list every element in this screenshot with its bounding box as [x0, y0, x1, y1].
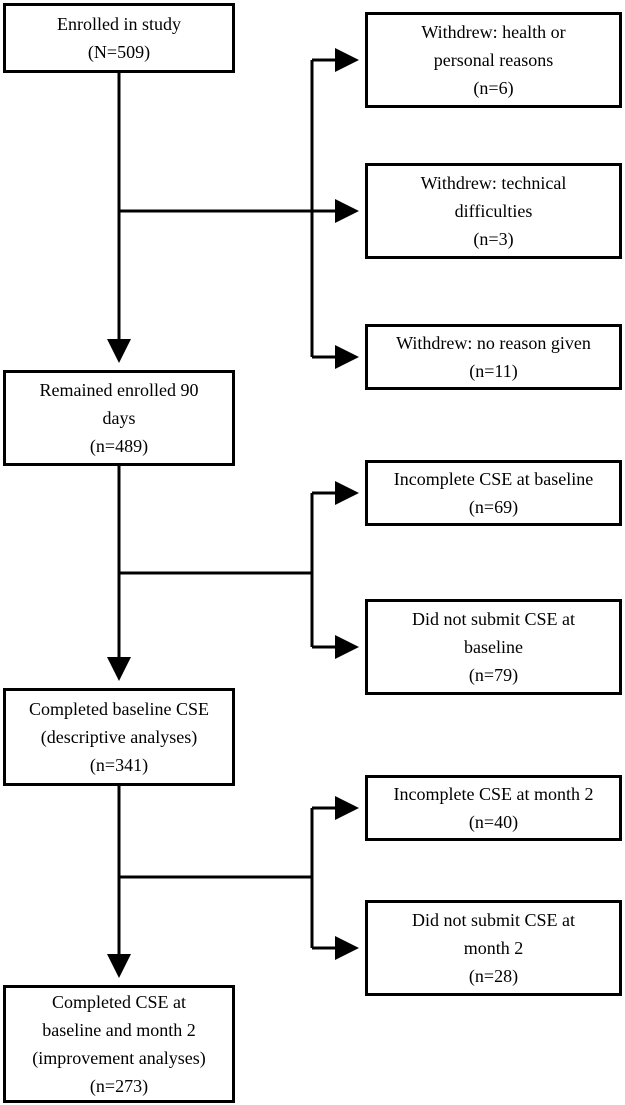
remained-count: (n=489): [89, 436, 149, 456]
baseline-label-1: Completed baseline CSE: [29, 699, 209, 719]
withdrew-no-reason-box: Withdrew: no reason given (n=11): [365, 324, 622, 390]
not-submitted-baseline-box: Did not submit CSE at baseline (n=79): [365, 599, 622, 695]
remained-label-1: Remained enrolled 90: [39, 380, 199, 400]
incomplete-baseline-count: (n=69): [468, 497, 519, 517]
withdrew-health-label-2: personal reasons: [433, 50, 554, 70]
withdrew-technical-label-2: difficulties: [454, 201, 533, 221]
baseline-label-2: (descriptive analyses): [40, 727, 198, 747]
incomplete-baseline-box: Incomplete CSE at baseline (n=69): [365, 460, 622, 526]
not-submitted-month2-box: Did not submit CSE at month 2 (n=28): [365, 900, 622, 996]
withdrew-technical-count: (n=3): [473, 229, 514, 249]
remained-label-2: days: [102, 408, 136, 428]
enrolled-count: (N=509): [87, 42, 151, 62]
final-label-1: Completed CSE at: [52, 992, 186, 1012]
enrolled-label-1: Enrolled in study: [57, 14, 181, 34]
incomplete-baseline-label-1: Incomplete CSE at baseline: [393, 469, 594, 489]
final-count: (n=273): [89, 1076, 149, 1096]
not-submitted-baseline-label-2: baseline: [464, 637, 523, 657]
not-submitted-baseline-count: (n=79): [468, 665, 519, 685]
not-submitted-baseline-label-1: Did not submit CSE at: [411, 609, 575, 629]
not-submitted-month2-count: (n=28): [468, 966, 519, 986]
withdrew-health-label-1: Withdrew: health or: [421, 22, 566, 42]
enrolled-box: Enrolled in study (N=509): [3, 3, 235, 73]
remained-box: Remained enrolled 90 days (n=489): [3, 370, 235, 466]
incomplete-month2-count: (n=40): [468, 812, 519, 832]
baseline-box: Completed baseline CSE (descriptive anal…: [3, 688, 235, 786]
not-submitted-month2-label-1: Did not submit CSE at: [411, 910, 575, 930]
incomplete-month2-label-1: Incomplete CSE at month 2: [393, 784, 594, 804]
not-submitted-month2-label-2: month 2: [463, 938, 524, 958]
withdrew-technical-label-1: Withdrew: technical: [420, 173, 567, 193]
withdrew-no-reason-label-1: Withdrew: no reason given: [396, 333, 591, 353]
incomplete-month2-box: Incomplete CSE at month 2 (n=40): [365, 775, 622, 841]
final-box: Completed CSE at baseline and month 2 (i…: [3, 985, 235, 1103]
final-label-3: (improvement analyses): [32, 1048, 206, 1068]
withdrew-health-count: (n=6): [473, 78, 514, 98]
withdrew-no-reason-count: (n=11): [469, 361, 518, 381]
withdrew-health-box: Withdrew: health or personal reasons (n=…: [365, 12, 622, 108]
withdrew-technical-box: Withdrew: technical difficulties (n=3): [365, 163, 622, 259]
final-label-2: baseline and month 2: [42, 1020, 196, 1040]
baseline-count: (n=341): [89, 755, 149, 775]
